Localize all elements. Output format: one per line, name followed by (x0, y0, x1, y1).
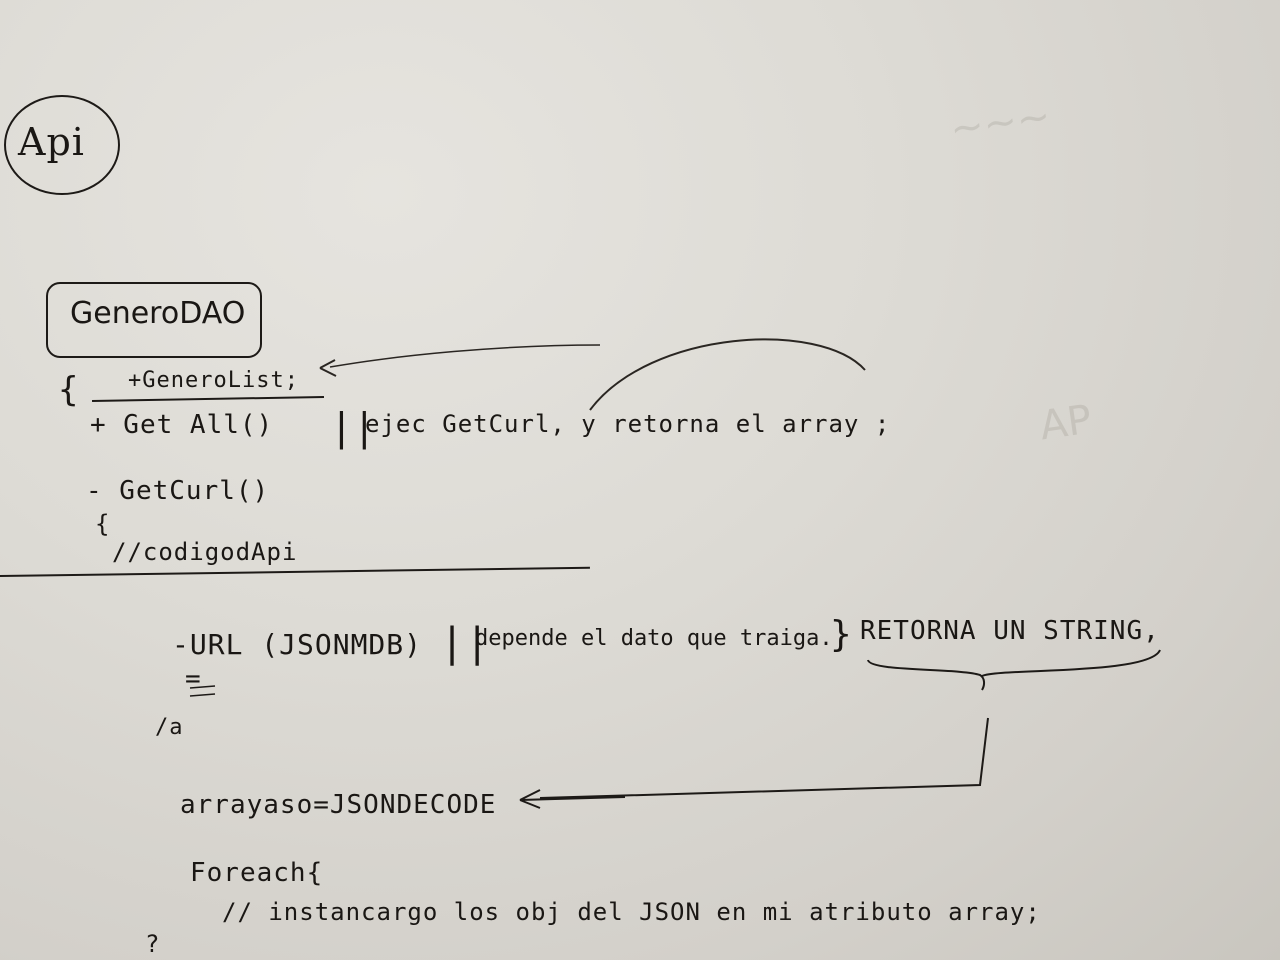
closing-mark: ? (145, 930, 161, 958)
comment-get-all: ejec GetCurl, y retorna el array ; (365, 410, 891, 438)
url-line: -URL (JSONMDB) (172, 628, 423, 661)
class-name: GeneroDAO (70, 296, 246, 331)
api-label: Api (18, 120, 85, 164)
method-get-curl: - GetCurl() (86, 476, 270, 506)
equals-mark: = (185, 664, 202, 694)
brace-open: { (58, 370, 80, 410)
comment-separator: || (440, 620, 491, 666)
arrow-line (329, 344, 601, 368)
arrayaso-line: arrayaso=JSONDECODE (180, 790, 497, 820)
connector-line (539, 717, 989, 799)
equals-strokes (189, 685, 216, 697)
api-circle (4, 95, 120, 195)
slash-a-mark: /a (155, 715, 184, 740)
brace-right: } (830, 614, 853, 655)
arrow-curve (589, 338, 866, 411)
arrow-left-icon (519, 789, 626, 809)
attribute-generolist: +GeneroList; (128, 368, 299, 393)
method-get-all: + Get All() (90, 410, 274, 440)
class-box (46, 282, 262, 358)
brace-inner: { (95, 510, 111, 538)
arrow-head-icon (319, 359, 337, 377)
brace-under (867, 649, 1161, 691)
url-comment: depende el dato que traiga. (475, 626, 833, 651)
comment-codigo-api: //codigodApi (112, 538, 298, 566)
comment-separator: || (330, 405, 376, 449)
foreach-line: Foreach{ (190, 858, 324, 888)
retorna-string: RETORNA UN STRING, (860, 616, 1160, 646)
foreach-comment: // instancargo los obj del JSON en mi at… (222, 898, 1041, 926)
